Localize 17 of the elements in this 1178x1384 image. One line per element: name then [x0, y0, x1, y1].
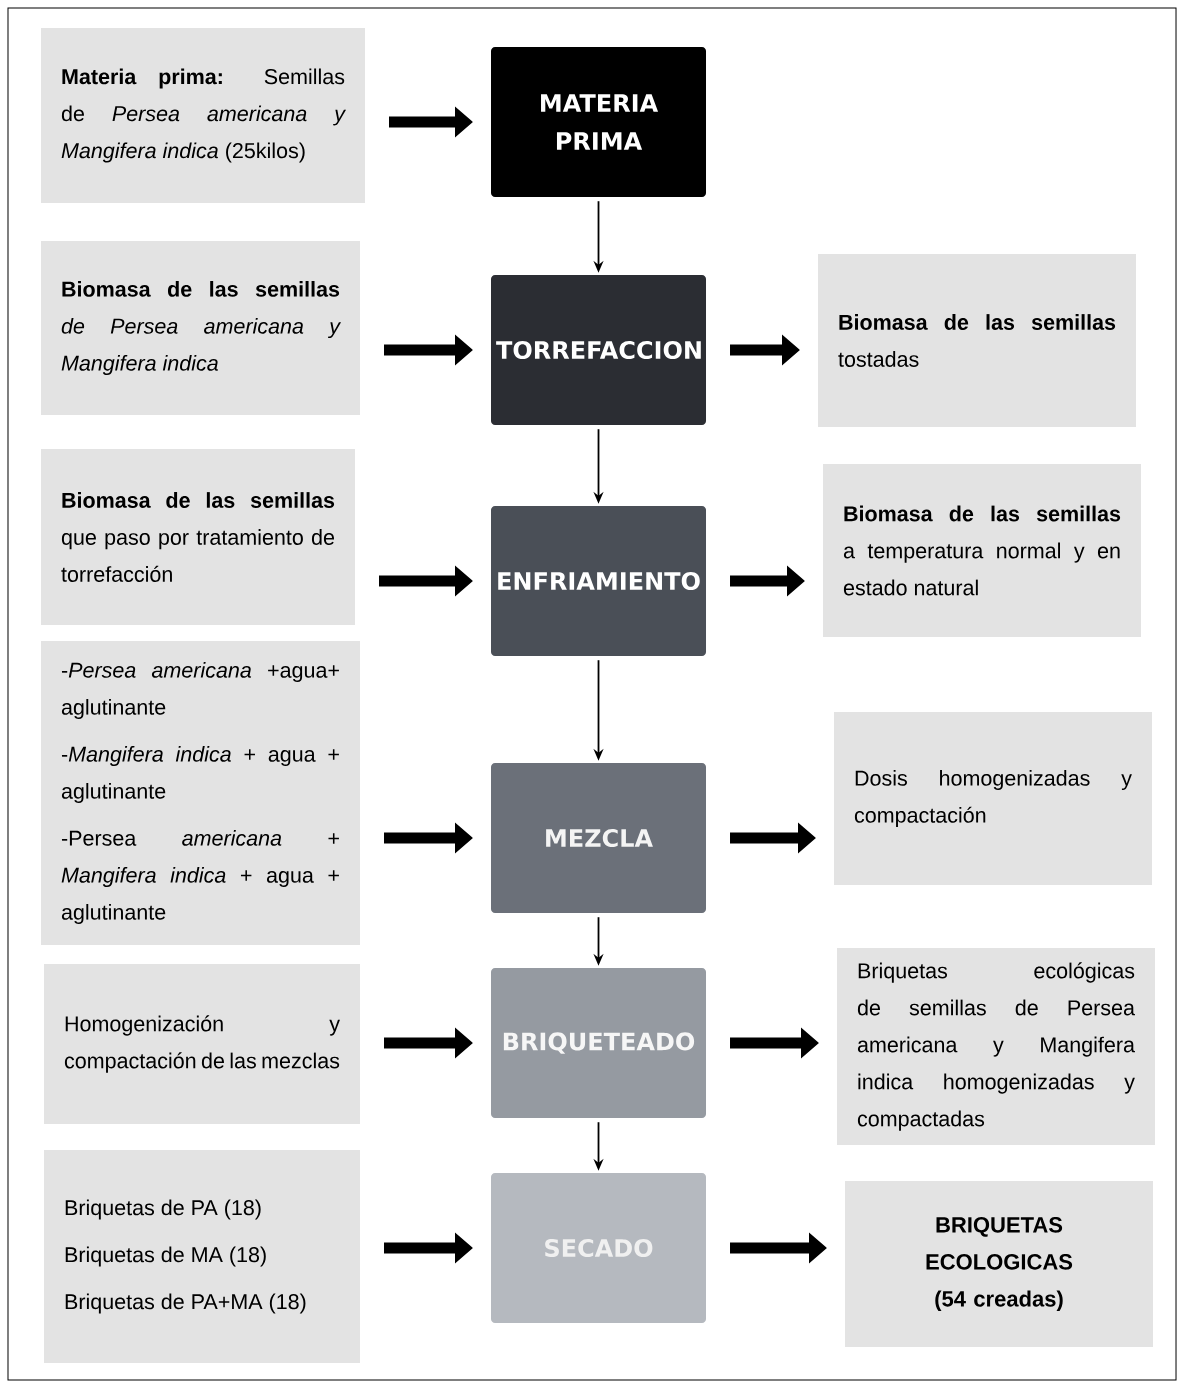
note-box: Biomasa de las semillas a temperatura normal y en estado natural [823, 464, 1141, 637]
process-box: SECADO [491, 1173, 706, 1323]
note-box: Homogenización y compactación de las mezclas [44, 964, 360, 1124]
note-box: Briquetas ecológicas de semillas de Persea americana y Mangifera indica homogenizadas y compactadas [837, 948, 1155, 1145]
note-box: Biomasa de las semillas que paso por tratamiento de torrefacción [41, 449, 355, 625]
process-box: ENFRIAMIENTO [491, 506, 706, 656]
note-box: Briquetas de PA (18) Briquetas de MA (18) Briquetas de PA+MA (18) [44, 1150, 360, 1363]
process-box: BRIQUETEADO [491, 968, 706, 1118]
note-box: -Persea americana +agua+ aglutinante -Mangifera indica + agua + aglutinante -Persea americana + Mangifera indica + agua + aglutinante [41, 641, 360, 945]
note-box: Materia prima: Semillas de Persea americana y Mangifera indica (25kilos) [41, 28, 365, 203]
note-box: Biomasa de las semillas de Persea americana y Mangifera indica [41, 241, 360, 415]
process-box: TORREFACCION [491, 275, 706, 425]
note-box: BRIQUETAS ECOLOGICAS (54 creadas) [845, 1181, 1153, 1347]
note-box: Dosis homogenizadas y compactación [834, 712, 1152, 885]
process-box: MATERIA PRIMA [491, 47, 706, 197]
process-box: MEZCLA [491, 763, 706, 913]
note-box: Biomasa de las semillas tostadas [818, 254, 1136, 427]
